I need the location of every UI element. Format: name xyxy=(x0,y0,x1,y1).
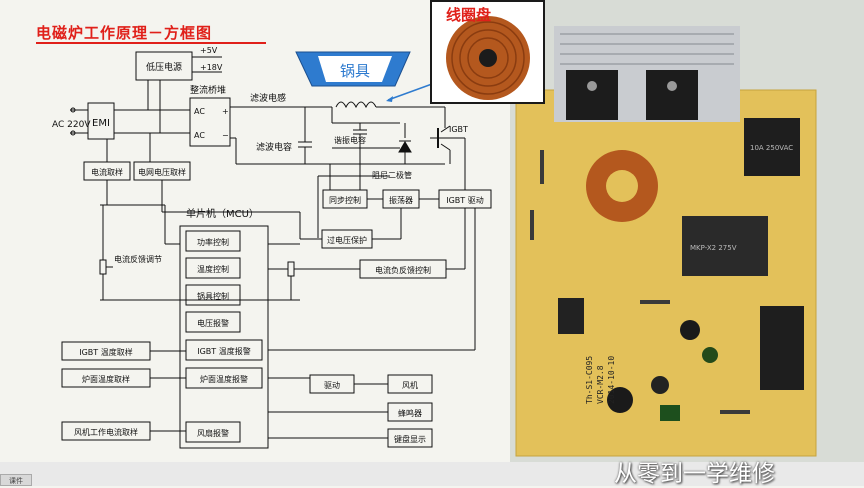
fan-block xyxy=(387,374,433,394)
igbt-temp-alarm-block xyxy=(185,339,263,361)
silkscreen-line-1: Th-S1-C095 xyxy=(585,356,594,404)
coil-ring-2 xyxy=(459,29,517,87)
cookware-label: 锅具 xyxy=(340,62,370,80)
igbt-drive-label: IGBT 驱动 xyxy=(446,195,483,205)
low-voltage-power-label: 低压电源 xyxy=(146,61,182,73)
overvoltage-protection-label: 过电压保护 xyxy=(327,235,367,245)
voltage-alarm-label: 电压报警 xyxy=(197,318,229,328)
mcu-block xyxy=(179,225,269,449)
diode-symbol xyxy=(398,141,412,153)
fan-alarm-label: 风扇报警 xyxy=(197,428,229,438)
fan-current-sampling-label: 风机工作电流取样 xyxy=(74,427,138,437)
diagram-title: 电磁炉工作原理－方框图 xyxy=(36,24,213,42)
pcb-silkscreen: Th-S1-C095 VCR-M2.8 2014-10-10 xyxy=(585,356,616,404)
igbt-label: IGBT xyxy=(449,125,468,134)
current-sampling-label: 电流取样 xyxy=(91,167,123,177)
coil-ring-1 xyxy=(451,21,525,95)
igbt-module xyxy=(646,70,698,120)
ac-input-label: AC 220V xyxy=(52,120,91,130)
emi-label: EMI xyxy=(92,118,110,129)
rectifier-minus: − xyxy=(222,131,229,140)
damper-diode-label: 阻尼二极管 xyxy=(372,170,412,180)
temp-control-label: 温度控制 xyxy=(197,264,229,274)
silkscreen-line-2: VCR-M2.8 xyxy=(596,365,605,404)
rectifier-block xyxy=(189,97,231,147)
coil-image xyxy=(446,16,530,100)
rectifier-ac1: AC xyxy=(194,107,205,116)
pot-control-block xyxy=(185,284,241,306)
power-control-label: 功率控制 xyxy=(197,237,229,247)
small-cap-3 xyxy=(651,376,669,394)
filter-capacitor xyxy=(760,306,804,390)
rectifier-bridge xyxy=(566,70,618,120)
buzzer-component xyxy=(607,387,633,413)
low-voltage-power-block xyxy=(135,51,193,81)
voltage-alarm-block xyxy=(185,311,241,333)
temp-control-block xyxy=(185,257,241,279)
sync-control-label: 同步控制 xyxy=(329,195,361,205)
stove-temp-sampling-label: 炉面温度取样 xyxy=(82,374,130,384)
small-cap-1 xyxy=(680,320,700,340)
filter-inductor-symbol xyxy=(335,101,377,109)
plus18v-label: +18V xyxy=(200,63,223,72)
cap-text: MKP-X2 275V xyxy=(690,244,737,252)
coil-inset xyxy=(430,0,545,104)
small-cap-2 xyxy=(702,347,718,363)
resonant-capacitor xyxy=(682,216,768,276)
keyboard-display-block xyxy=(387,428,433,448)
grid-voltage-sampling-label: 电网电压取样 xyxy=(138,167,186,177)
screw-left xyxy=(587,81,597,91)
corner-tag[interactable]: 课件 xyxy=(0,474,32,486)
bottom-strip xyxy=(0,462,864,486)
title-underline xyxy=(36,42,266,44)
pot-control-label: 锅具控制 xyxy=(197,291,229,301)
watermark: 从零到一学维修 xyxy=(614,461,775,487)
filter-inductor-label: 滤波电感 xyxy=(250,92,286,104)
resonant-cap-label: 谐振电容 xyxy=(334,135,366,145)
relay xyxy=(744,118,800,176)
toroid-core-hole xyxy=(606,170,638,202)
heatsink-fins xyxy=(560,33,734,65)
filter-cap-label: 滤波电容 xyxy=(256,141,292,153)
current-feedback-label: 电流反馈调节 xyxy=(114,254,162,264)
ic-chip xyxy=(558,298,584,334)
pot1-symbol xyxy=(99,259,107,275)
igbt-e-join xyxy=(440,143,451,151)
coil-label: 线圈盘 xyxy=(446,6,492,24)
ac-terminal-top xyxy=(70,107,76,113)
rectifier-plus: + xyxy=(222,107,229,116)
pcb-photo: 10A 250VAC MKP-X2 275V Th-S1-C095 VCR-M2… xyxy=(510,0,864,462)
rectifier-ac2: AC xyxy=(194,131,205,140)
block-diagram: 锅具 AC 220V EMI 低压电源 +5V +18V 整流桥堆 AC AC … xyxy=(52,46,492,449)
resistors xyxy=(530,150,750,414)
power-control-block xyxy=(185,230,241,252)
cookware-label-bg xyxy=(318,56,392,82)
emi-block xyxy=(87,102,115,140)
coil-center xyxy=(479,49,497,67)
fan-label: 风机 xyxy=(402,380,418,390)
fan-alarm-block xyxy=(185,421,241,443)
ac-terminal-bottom xyxy=(70,130,76,136)
rectifier-label: 整流桥堆 xyxy=(190,84,226,96)
igbt-temp-alarm-label: IGBT 温度报警 xyxy=(197,346,250,356)
igbt-c-join xyxy=(440,125,451,133)
small-transformer xyxy=(660,405,680,421)
drive-label: 驱动 xyxy=(324,380,340,390)
stove-temp-alarm-label: 炉面温度报警 xyxy=(200,374,248,384)
coil-pointer-head xyxy=(386,96,393,102)
screw-right xyxy=(667,81,677,91)
coil-ring-3 xyxy=(467,37,509,79)
relay-text: 10A 250VAC xyxy=(750,144,793,152)
buzzer-block xyxy=(387,402,433,422)
pot2-symbol xyxy=(287,261,295,277)
coil-pointer-line xyxy=(387,83,433,101)
oscillator-label: 振荡器 xyxy=(389,195,413,205)
current-neg-feedback-label: 电流负反馈控制 xyxy=(375,265,431,275)
mcu-label: 单片机（MCU） xyxy=(186,207,259,220)
igbt-temp-sampling-label: IGBT 温度取样 xyxy=(79,347,132,357)
plus5v-label: +5V xyxy=(200,46,218,55)
silkscreen-line-3: 2014-10-10 xyxy=(607,356,616,404)
keyboard-display-label: 键盘显示 xyxy=(394,434,426,444)
buzzer-label: 蜂鸣器 xyxy=(398,408,422,418)
